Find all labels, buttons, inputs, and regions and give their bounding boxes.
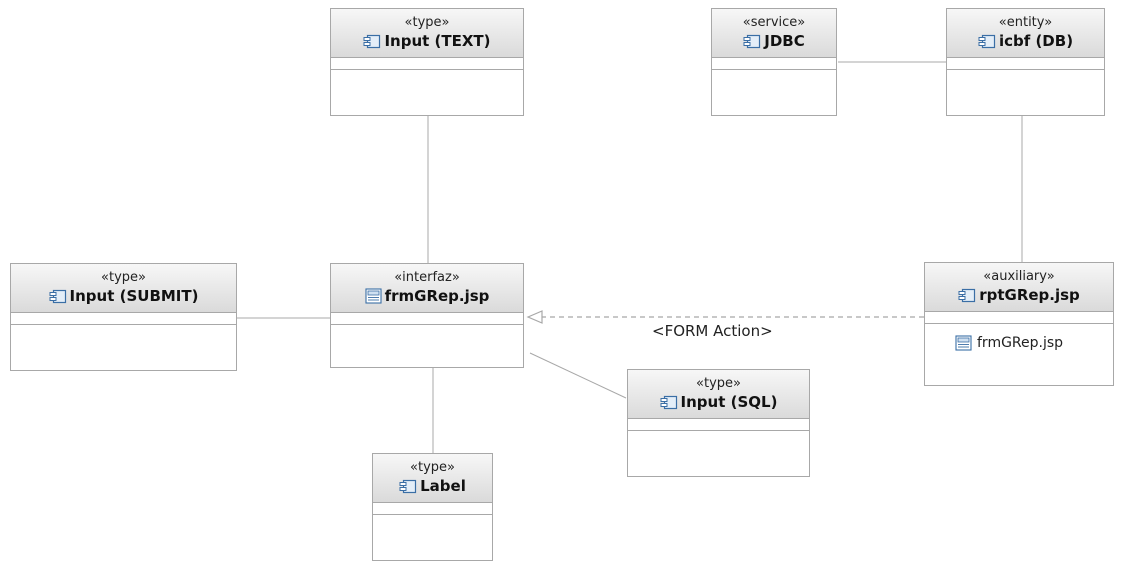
connector-frmgrep-sql [529,352,627,399]
node-title: Input (SUBMIT) [69,287,199,305]
node-title: Input (TEXT) [384,32,491,50]
operations-compartment [331,325,523,337]
node-header: «type» Label [373,454,492,503]
attributes-compartment [11,313,236,325]
node-title: rptGRep.jsp [979,286,1080,304]
node-title: Input (SQL) [680,393,778,411]
attributes-compartment [712,58,836,70]
node-jdbc[interactable]: «service» JDBC [711,8,837,116]
stereotype-label: «type» [404,15,450,30]
attribute-item[interactable]: frmGRep.jsp [925,324,1113,362]
operations-compartment [925,312,1113,324]
operations-compartment [712,70,836,82]
stereotype-label: «auxiliary» [983,269,1055,284]
operations-compartment [947,70,1104,82]
node-input-sql[interactable]: «type» Input (SQL) [627,369,810,477]
component-icon [743,34,761,49]
component-icon [660,395,678,410]
attributes-compartment [947,58,1104,70]
component-icon [399,479,417,494]
stereotype-label: «type» [101,270,146,285]
node-title: Label [420,477,466,495]
component-icon [958,288,976,303]
node-header: «service» JDBC [712,9,836,58]
component-icon [49,289,67,304]
node-title: icbf (DB) [998,32,1074,50]
attributes-compartment [373,503,492,515]
operations-compartment [628,431,809,443]
stereotype-label: «type» [410,460,455,475]
attributes-compartment [331,58,523,70]
node-input-text[interactable]: «type» Input (TEXT) [330,8,524,116]
stereotype-label: «interfaz» [394,270,460,285]
attribute-label: frmGRep.jsp [977,335,1064,351]
node-header: «interfaz» frmGRep.jsp [331,264,523,313]
realization-arrowhead [526,310,543,324]
node-header: «type» Input (TEXT) [331,9,523,58]
node-rptgrep-jsp[interactable]: «auxiliary» rptGRep.jsp frmGRep.jsp [924,262,1114,386]
stereotype-label: «service» [742,15,806,30]
node-header: «auxiliary» rptGRep.jsp [925,263,1113,312]
node-header: «entity» icbf (DB) [947,9,1104,58]
node-header: «type» Input (SQL) [628,370,809,419]
attributes-compartment [331,313,523,325]
stereotype-label: «type» [696,376,741,391]
interface-icon [955,335,972,351]
form-action-label: <FORM Action> [652,322,773,340]
component-icon [363,34,381,49]
node-header: «type» Input (SUBMIT) [11,264,236,313]
component-icon [978,34,996,49]
node-icbf-db[interactable]: «entity» icbf (DB) [946,8,1105,116]
operations-compartment [373,515,492,527]
node-title: frmGRep.jsp [384,287,490,305]
operations-compartment [331,70,523,82]
operations-compartment [11,325,236,337]
interface-icon [365,288,382,304]
attributes-compartment [628,419,809,431]
node-frmgrep-jsp[interactable]: «interfaz» frmGRep.jsp [330,263,524,368]
node-input-submit[interactable]: «type» Input (SUBMIT) [10,263,237,371]
stereotype-label: «entity» [998,15,1053,30]
node-title: JDBC [764,32,805,50]
node-label[interactable]: «type» Label [372,453,493,561]
